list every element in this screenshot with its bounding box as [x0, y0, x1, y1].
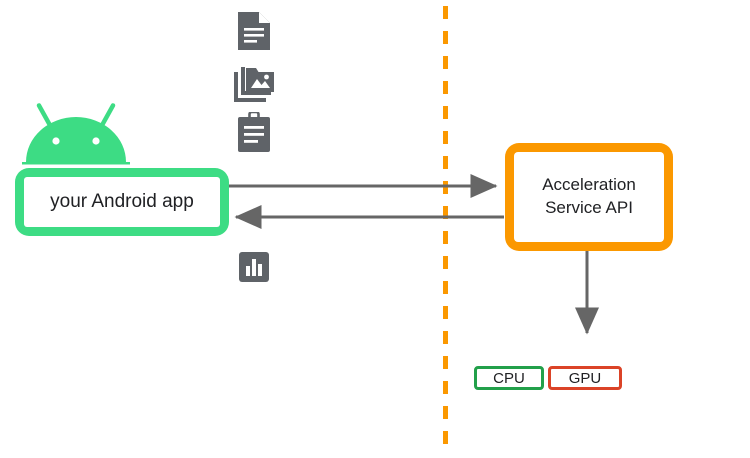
cpu-chip[interactable]: CPU	[474, 366, 544, 390]
acceleration-service-api-box-inner: Acceleration Service API	[514, 152, 664, 242]
process-boundary-divider	[443, 6, 448, 448]
acceleration-service-api-label-line2: Service API	[545, 198, 633, 217]
gpu-chip[interactable]: GPU	[548, 366, 622, 390]
cpu-chip-label: CPU	[493, 369, 525, 387]
android-robot-logo	[22, 96, 130, 172]
gpu-chip-label: GPU	[568, 369, 602, 387]
acceleration-service-api-label-line1: Acceleration	[542, 175, 636, 195]
acceleration-service-api-box[interactable]: Acceleration Service API	[505, 143, 673, 251]
bar-chart-icon	[239, 252, 269, 282]
clipboard-icon	[238, 110, 270, 152]
your-android-app-box[interactable]: your Android app	[15, 168, 229, 236]
photos-icon	[234, 64, 274, 102]
your-android-app-box-inner: your Android app	[24, 177, 220, 227]
your-android-app-label: your Android app	[50, 191, 194, 212]
document-icon	[238, 12, 270, 50]
